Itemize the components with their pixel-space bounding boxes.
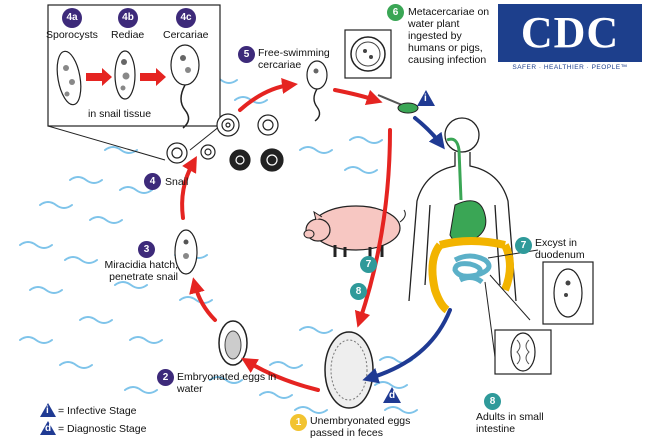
pig-icon	[303, 205, 406, 257]
snail-icons	[166, 113, 284, 172]
water-plant-icon	[377, 94, 419, 114]
legend-infective-label: = Infective Stage	[58, 405, 137, 417]
legend-infective-symbol: i	[40, 403, 56, 417]
diagnostic-marker: d	[383, 387, 401, 403]
human-figure	[408, 117, 517, 302]
cdc-tagline: SAFER · HEALTHIER · PEOPLE™	[512, 64, 628, 71]
label-excyst: Excyst in duodenum	[535, 237, 585, 261]
badge-4b: 4b	[118, 8, 138, 28]
digestive-tract	[428, 137, 514, 314]
cercaria-icon	[170, 44, 200, 129]
cycle-arrows	[180, 78, 392, 392]
label-embryonated-eggs: Embryonated eggs in water	[177, 371, 277, 395]
unembryonated-egg-icon	[324, 331, 374, 409]
badge-4: 4	[144, 173, 161, 190]
redia-icon	[114, 50, 136, 100]
badge-cycle-7: 7	[360, 256, 377, 273]
badge-5: 5	[238, 46, 255, 63]
label-free-swimming-cercariae: Free-swimming cercariae	[258, 47, 330, 71]
free-cercaria-icon	[306, 60, 328, 122]
legend-diagnostic-symbol: d	[40, 421, 56, 435]
sporocyst-icon	[56, 50, 82, 106]
label-in-snail-tissue: in snail tissue	[88, 108, 152, 120]
excyst-icon	[542, 261, 594, 325]
badge-4a: 4a	[62, 8, 82, 28]
badge-8: 8	[484, 393, 501, 410]
human-arrows	[362, 116, 452, 384]
inset-arrows	[86, 68, 166, 86]
badge-4c: 4c	[176, 8, 196, 28]
miracidium-icon	[174, 229, 198, 275]
label-metacercariae: Metacercariae on water plant ingested by…	[408, 6, 490, 66]
badge-cycle-8: 8	[350, 283, 367, 300]
badge-2: 2	[157, 369, 174, 386]
label-unembryonated-eggs: Unembryonated eggs passed in feces	[310, 415, 411, 439]
adult-fluke-icon	[494, 329, 552, 375]
infective-marker: i	[417, 90, 435, 106]
label-snail: Snail	[165, 176, 189, 188]
embryonated-egg-icon	[218, 320, 248, 366]
badge-6: 6	[387, 4, 404, 21]
cdc-logo: CDC SAFER · HEALTHIER · PEOPLE™	[498, 4, 642, 74]
label-cercariae: Cercariae	[163, 29, 209, 41]
label-miracidia: Miracidia hatch, penetrate snail	[104, 259, 178, 283]
cdc-logo-text: CDC	[520, 8, 620, 57]
badge-1: 1	[290, 414, 307, 431]
badge-7: 7	[515, 237, 532, 254]
legend-diagnostic-label: = Diagnostic Stage	[58, 423, 147, 435]
label-rediae: Rediae	[111, 29, 145, 41]
label-adults: Adults in small intestine	[476, 411, 544, 435]
label-sporocysts: Sporocysts	[46, 29, 98, 41]
badge-3: 3	[138, 241, 155, 258]
metacercaria-icon	[344, 29, 392, 79]
